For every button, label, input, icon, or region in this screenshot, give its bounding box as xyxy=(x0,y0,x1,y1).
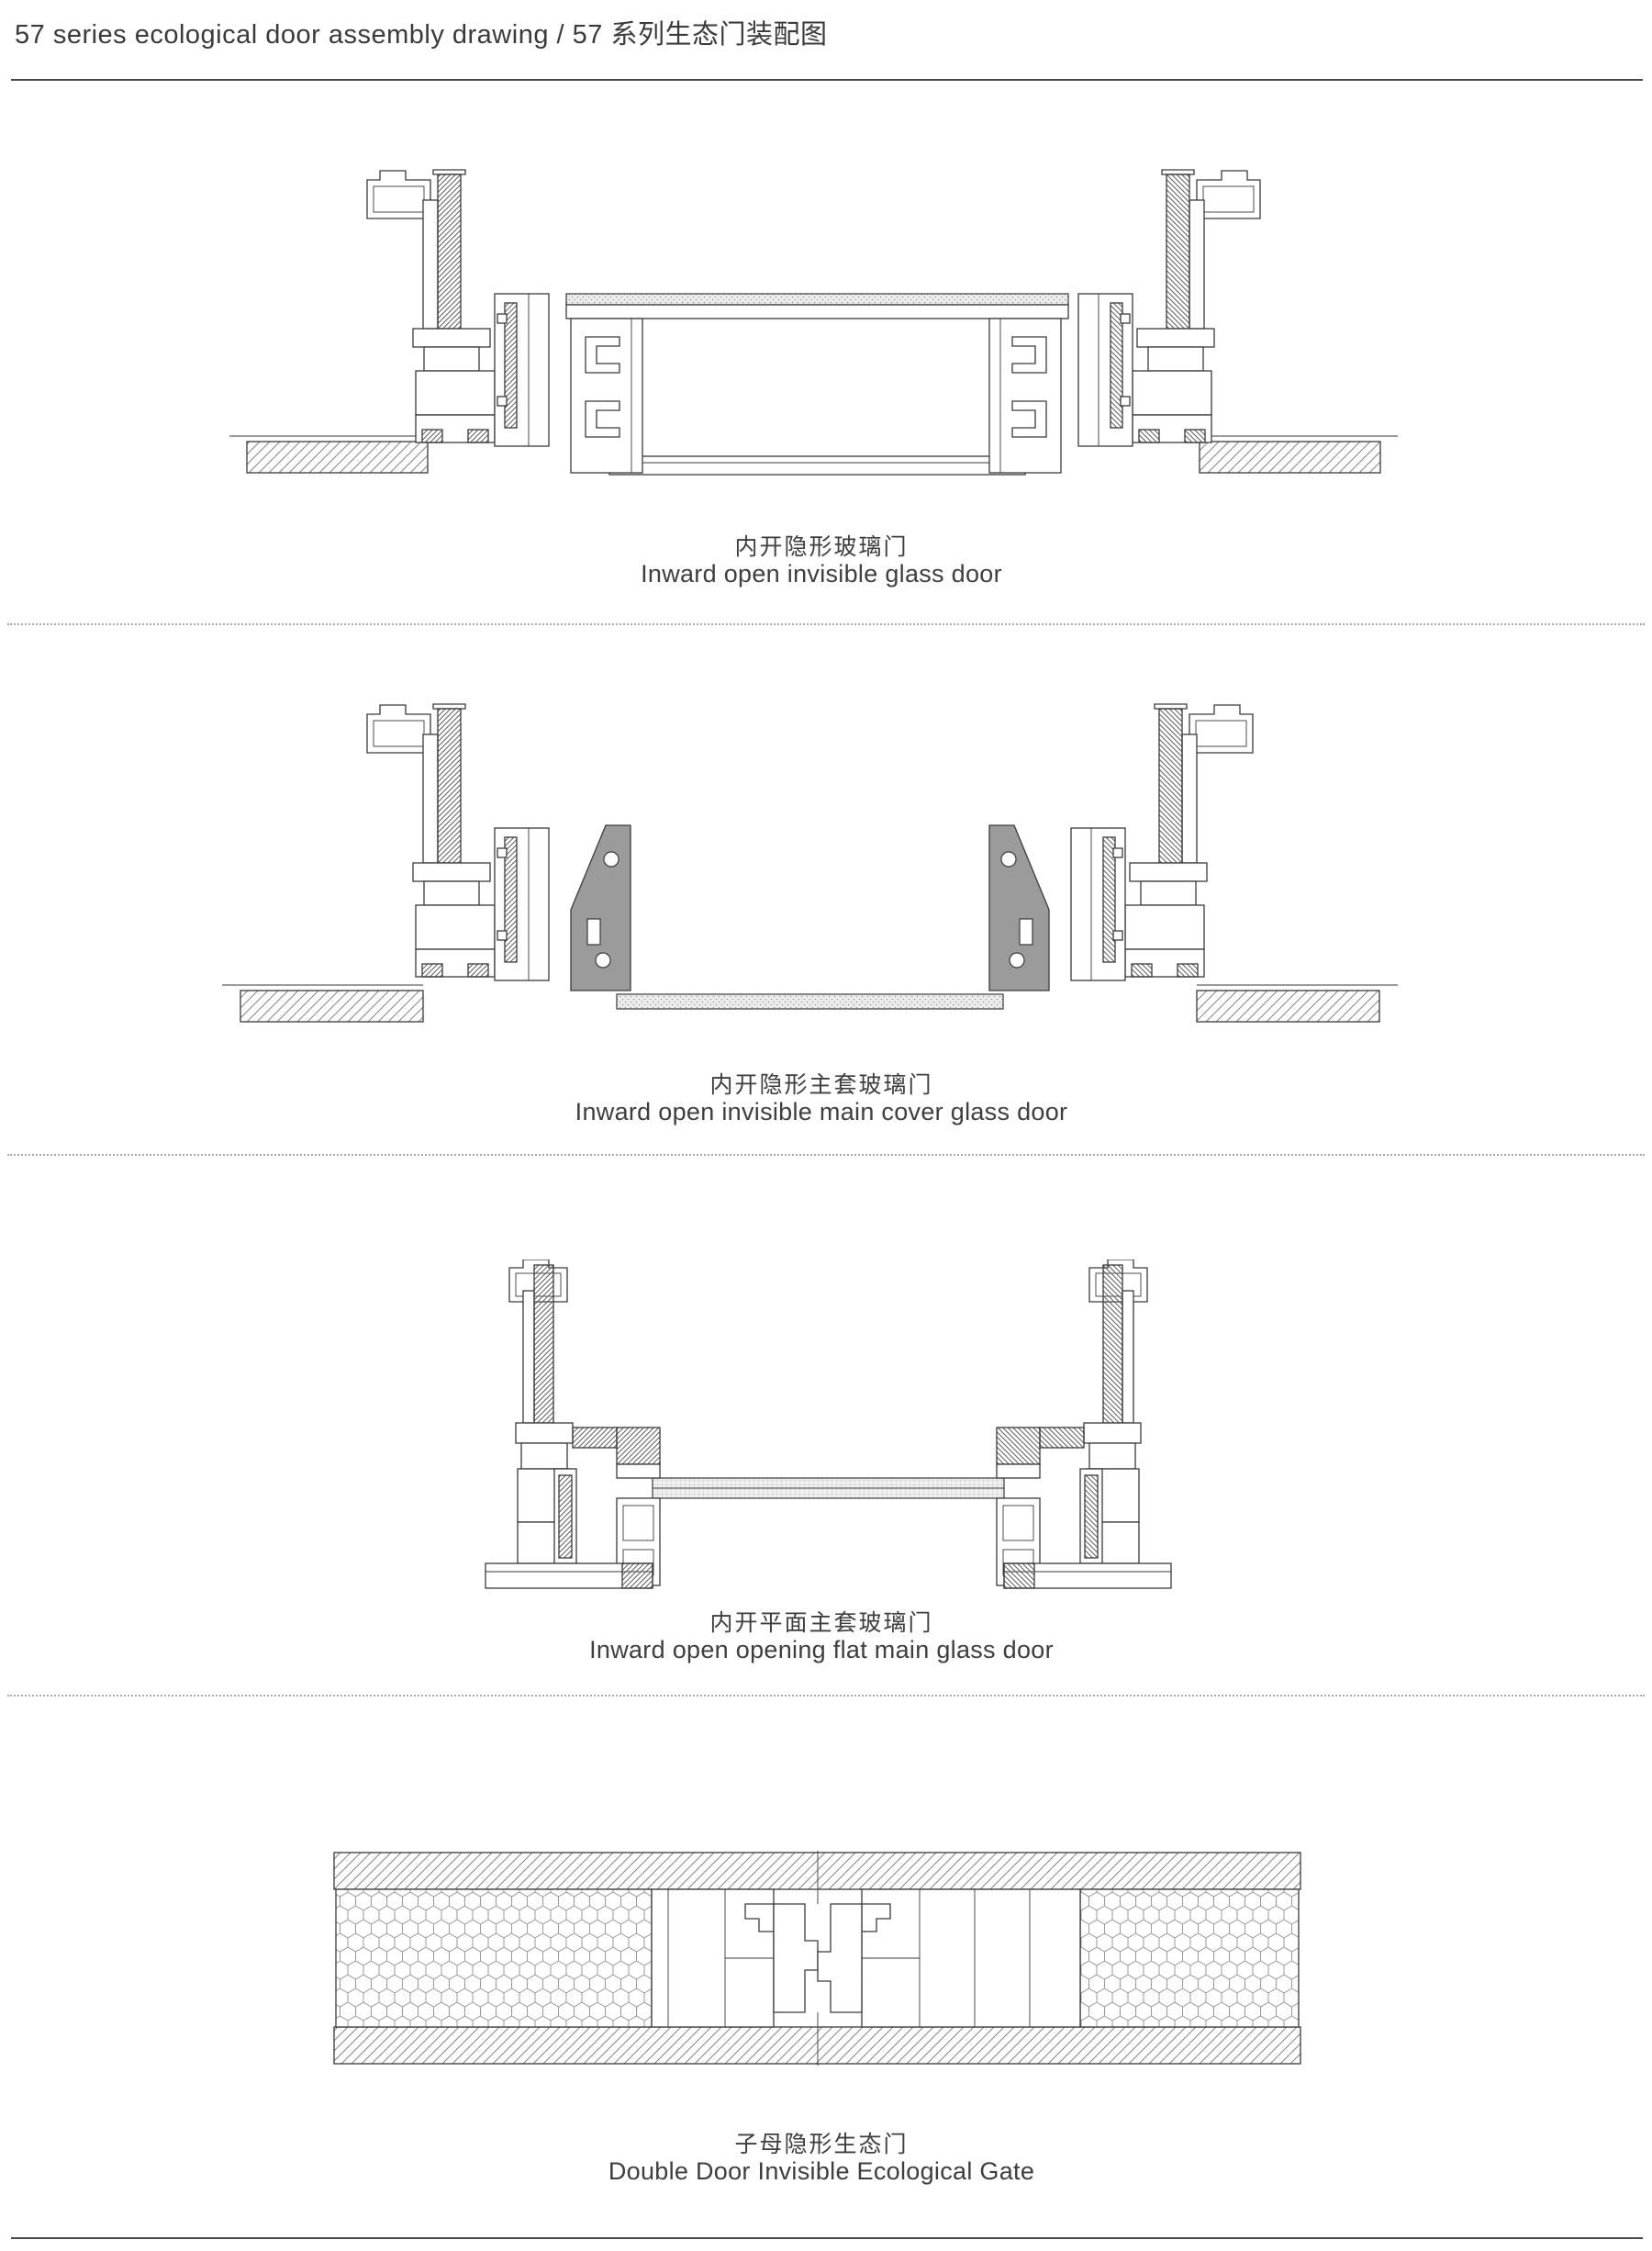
wall-left xyxy=(222,984,424,1023)
wall-top xyxy=(333,1852,1301,1890)
caption-en: Inward open invisible glass door xyxy=(641,560,1002,588)
drawing-inward-open-opening-flat-main-glass-door xyxy=(485,1260,1172,1589)
jamb-left xyxy=(366,169,550,447)
cover-profile-right xyxy=(988,824,1050,991)
caption-zh: 内开平面主套玻璃门 xyxy=(709,1610,933,1636)
page-title: 57 series ecological door assembly drawi… xyxy=(15,20,828,50)
wall-right xyxy=(1196,984,1398,1023)
frame-left xyxy=(485,1260,661,1589)
door-stile-left xyxy=(651,1888,775,2028)
section-divider xyxy=(7,1695,1645,1697)
caption-zh: 内开隐形玻璃门 xyxy=(734,534,909,560)
caption-en: Inward open opening flat main glass door xyxy=(589,1636,1054,1663)
caption-en: Double Door Invisible Ecological Gate xyxy=(608,2157,1035,2185)
caption-en: Inward open invisible main cover glass d… xyxy=(575,1098,1068,1126)
honeycomb-core-left xyxy=(335,1888,653,2028)
door-leaf xyxy=(565,293,1069,476)
jamb-right xyxy=(1070,703,1254,981)
glass-panel xyxy=(616,993,1004,1010)
jamb-right xyxy=(1077,169,1261,447)
section-divider xyxy=(7,623,1645,625)
jamb-left xyxy=(366,703,550,981)
caption-zh: 子母隐形生态门 xyxy=(734,2132,909,2157)
wall-bottom xyxy=(333,2026,1301,2065)
wall-right xyxy=(1199,435,1398,474)
center-interlock xyxy=(773,1851,863,2066)
drawing-inward-open-invisible-glass-door xyxy=(229,169,1398,476)
header-rule xyxy=(11,79,1643,81)
wall-left xyxy=(229,435,429,474)
honeycomb-core-right xyxy=(1079,1888,1300,2028)
section-divider xyxy=(7,1154,1645,1156)
footer-rule xyxy=(11,2237,1643,2239)
frame-right xyxy=(996,1260,1172,1589)
caption-zh: 内开隐形主套玻璃门 xyxy=(709,1072,933,1098)
cover-profile-left xyxy=(570,824,631,991)
door-stile-right xyxy=(861,1888,1081,2028)
drawing-inward-open-invisible-main-cover-glass-door xyxy=(222,703,1398,1023)
drawing-double-door-invisible-ecological-gate xyxy=(333,1851,1301,2066)
